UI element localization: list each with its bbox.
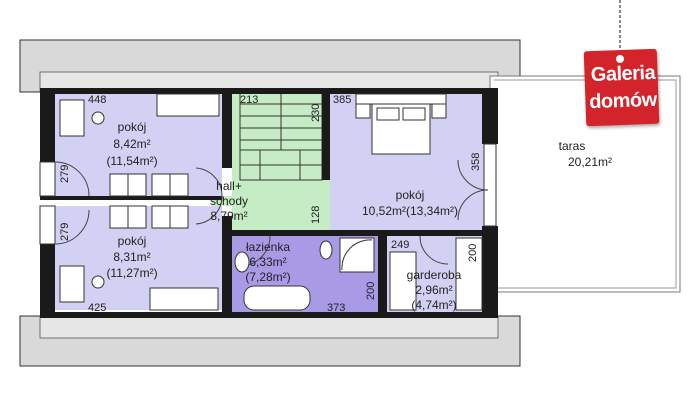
dim-279-upper: 279 [59, 165, 71, 183]
dim-200-bathroom: 200 [365, 282, 377, 300]
terrace-label: taras [559, 139, 586, 153]
walls [40, 88, 498, 318]
terrace-area: 20,21m² [568, 155, 612, 169]
hall-area: 8,79m² [210, 209, 247, 223]
brand-logo[interactable]: Galeria domów [582, 0, 662, 130]
furniture-lower-bedroom [59, 205, 219, 311]
roof-bottom-inner [39, 315, 499, 339]
dim-279-lower: 279 [59, 223, 71, 241]
wardrobe-shelves [389, 237, 483, 311]
dim-358: 358 [470, 153, 482, 171]
bathroom-area: 6,33m² [249, 255, 286, 269]
dim-385: 385 [333, 94, 351, 106]
dim-249: 249 [391, 239, 409, 251]
brand-line1: Galeria [590, 61, 656, 87]
wardrobe-label: garderoba [407, 268, 462, 282]
dim-448: 448 [88, 94, 106, 106]
tag-string [619, 0, 621, 58]
bedroom-lower-label: pokój [118, 234, 147, 248]
furniture-right-bedroom [355, 93, 447, 155]
bedroom-lower-area-gross: (11,27m²) [106, 266, 157, 280]
dim-213: 213 [240, 94, 258, 106]
bathroom-area-gross: (7,28m²) [245, 270, 290, 284]
bedroom-upper-area: 8,42m² [113, 137, 150, 151]
bedroom-upper-label: pokój [118, 120, 147, 134]
hall-label-line2: schody [210, 194, 248, 208]
dim-373: 373 [327, 302, 345, 314]
hall-label-line1: hall+ [216, 179, 242, 193]
wardrobe-area: 2,96m² [415, 283, 452, 297]
tag-hole [616, 55, 624, 63]
wardrobe-area-gross: (4,74m²) [411, 298, 456, 312]
staircase [239, 91, 323, 181]
windows [39, 143, 497, 245]
bedroom-upper-area-gross: (11,54m²) [106, 154, 157, 168]
bedroom-right-label: pokój [396, 188, 425, 202]
dim-128: 128 [310, 206, 322, 224]
dim-200-wardrobe: 200 [467, 244, 479, 262]
bathroom-fixtures [234, 237, 375, 311]
bedroom-lower-area: 8,31m² [113, 250, 150, 264]
bedroom-right-area: 10,52m²(13,34m²) [362, 204, 458, 218]
room-hall [212, 92, 330, 230]
bathroom-label: łazienka [246, 240, 290, 254]
brand-line2: domów [588, 88, 658, 114]
dim-230: 230 [310, 104, 322, 122]
furniture-upper-bedroom [59, 93, 220, 197]
dim-425: 425 [88, 302, 106, 314]
